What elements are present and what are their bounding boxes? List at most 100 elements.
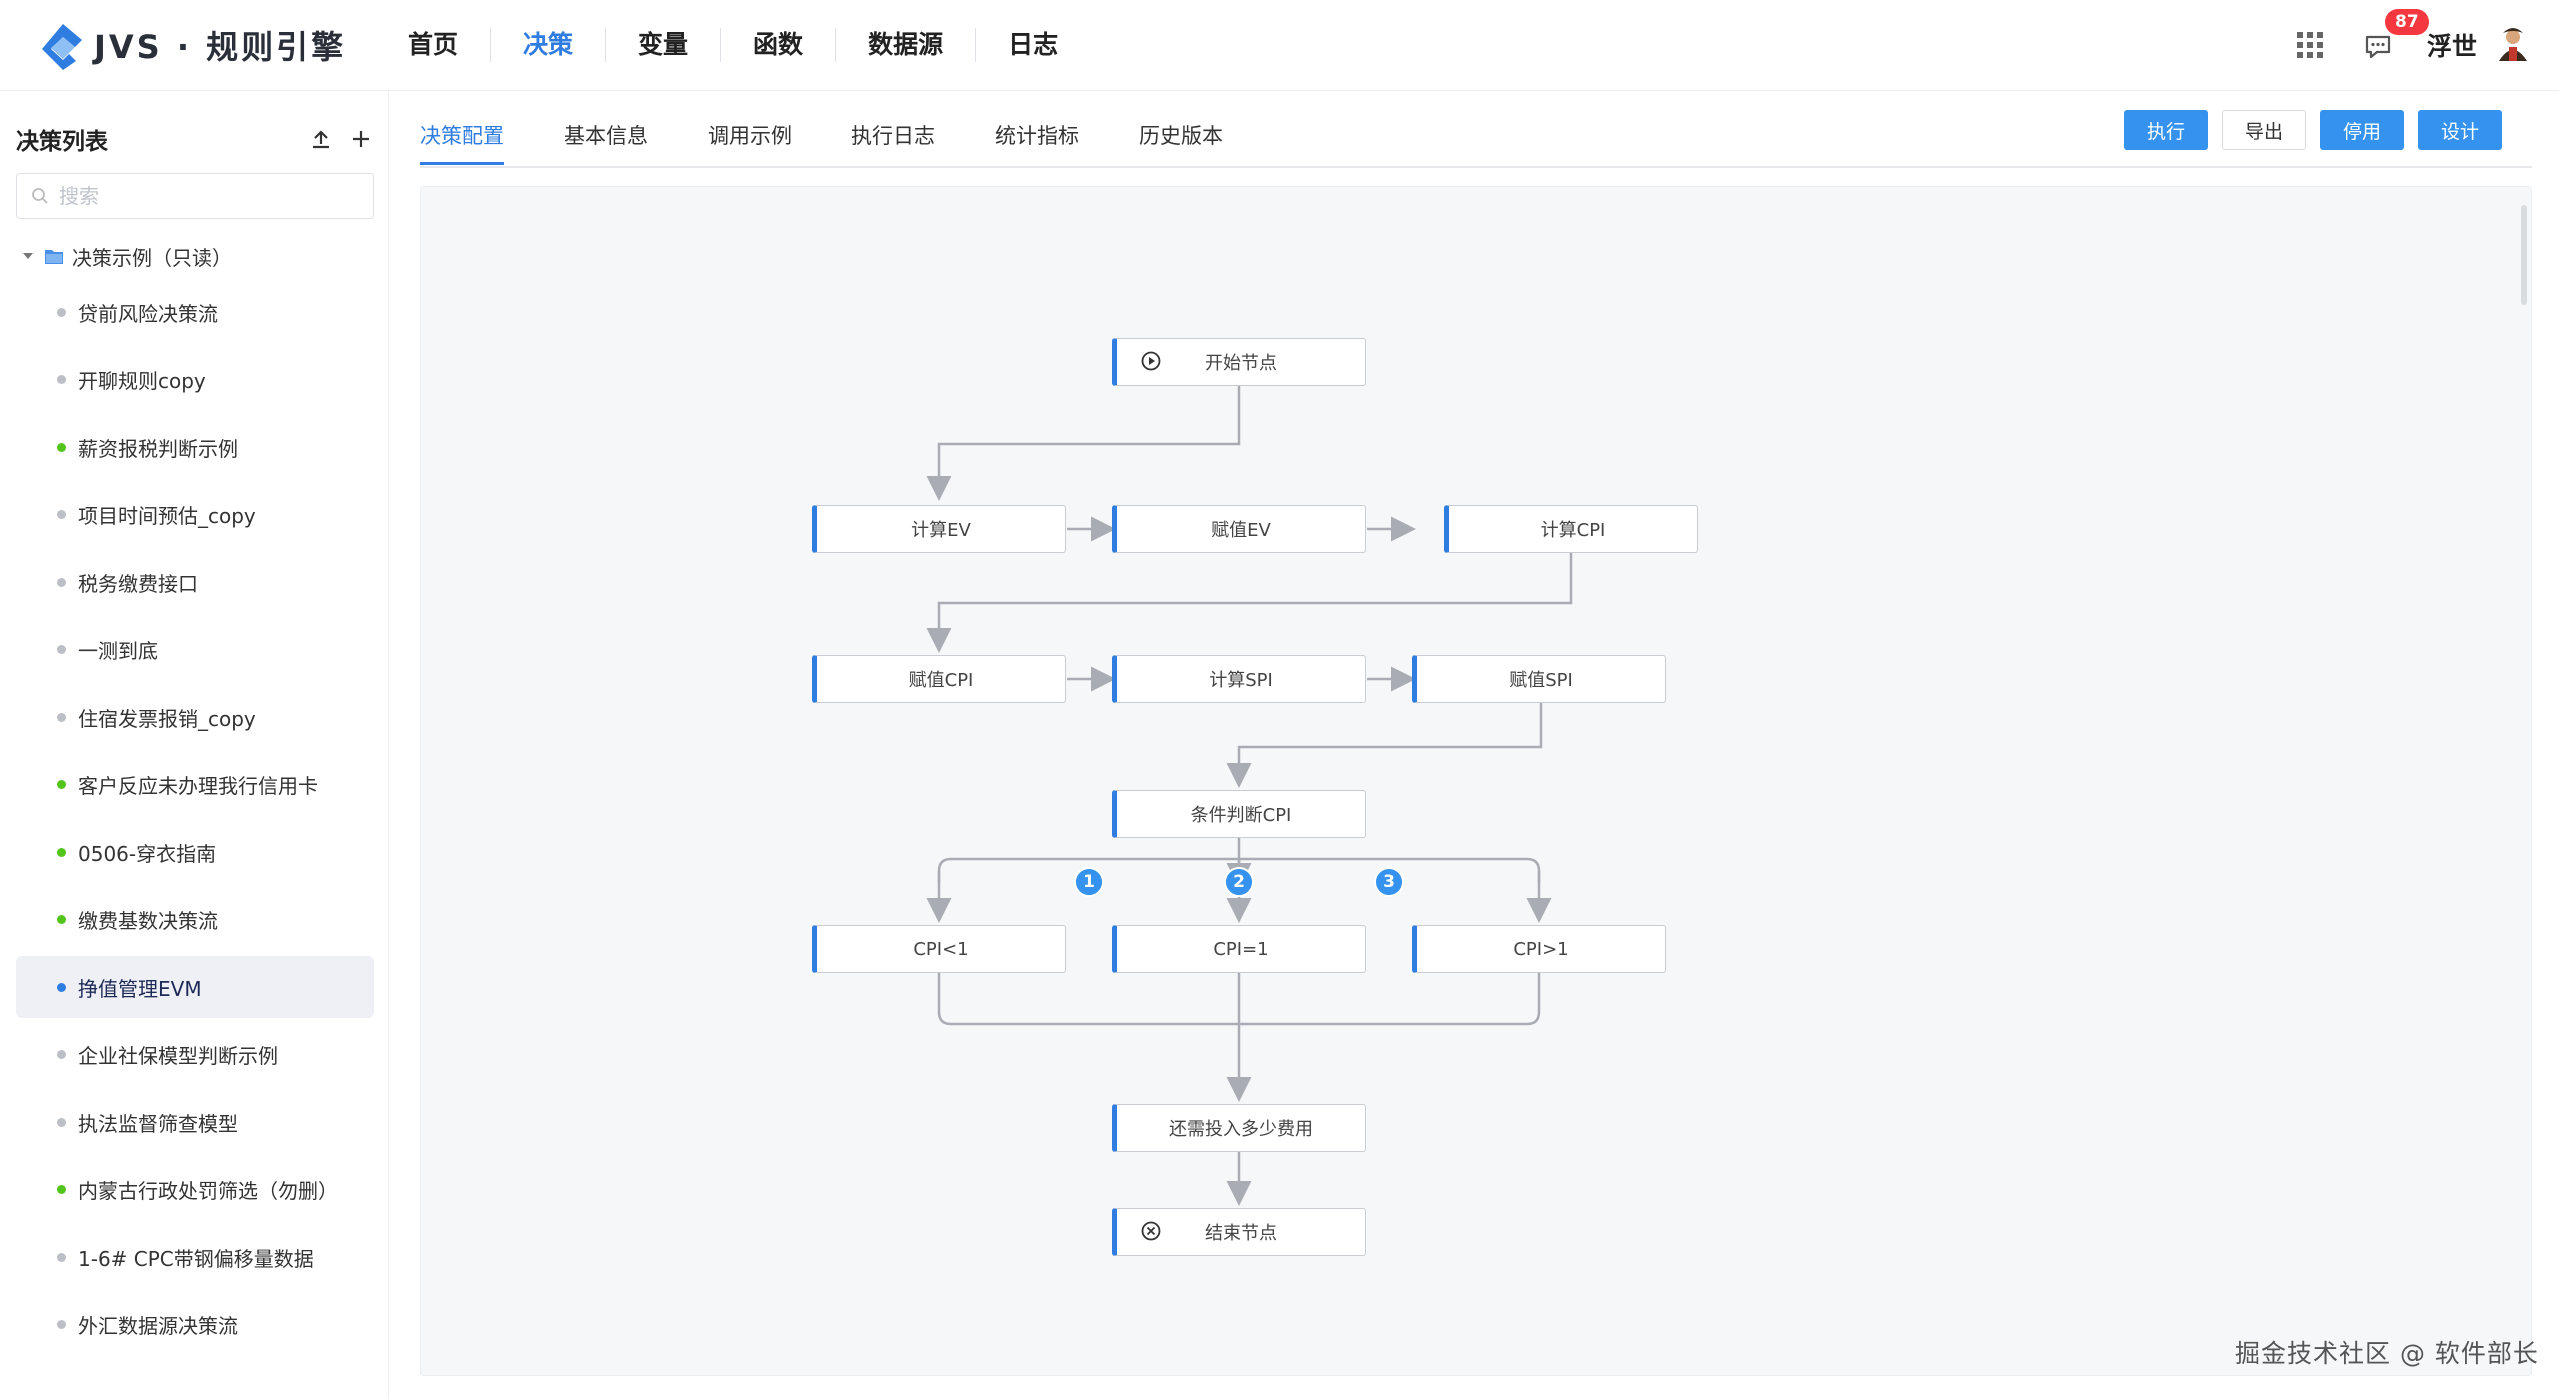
- sidebar-title: 决策列表: [16, 129, 108, 155]
- tab-execution-log[interactable]: 执行日志: [851, 124, 935, 148]
- list-item[interactable]: 执法监督筛查模型: [16, 1091, 374, 1153]
- status-dot: [57, 712, 66, 722]
- list-item[interactable]: 税务缴费接口: [16, 551, 374, 613]
- flow-node-assign-ev[interactable]: 赋值EV: [1112, 505, 1366, 553]
- flow-node-calc-ev[interactable]: 计算EV: [812, 505, 1066, 553]
- detail-tabs: 决策配置 基本信息 调用示例 执行日志 统计指标 历史版本: [420, 100, 2532, 168]
- list-item[interactable]: 客户反应未办理我行信用卡: [16, 754, 374, 816]
- tab-statistics[interactable]: 统计指标: [995, 124, 1079, 148]
- status-dot: [57, 1185, 66, 1194]
- close-circle-icon: [1141, 1221, 1161, 1241]
- status-dot: [57, 915, 66, 924]
- flow-node-end[interactable]: 结束节点: [1112, 1208, 1366, 1256]
- list-item[interactable]: 外汇数据源决策流: [16, 1294, 374, 1356]
- search-icon: [32, 188, 48, 204]
- disable-button[interactable]: 停用: [2320, 110, 2404, 150]
- tree-folder-label: 决策示例（只读）: [72, 245, 232, 270]
- play-circle-icon: [1141, 351, 1161, 371]
- caret-down-icon[interactable]: [22, 250, 34, 262]
- messages-button[interactable]: 87: [2363, 9, 2429, 63]
- status-dot: [57, 847, 66, 857]
- tree-folder-root[interactable]: 决策示例（只读）: [22, 233, 232, 279]
- tab-basic-info[interactable]: 基本信息: [564, 124, 648, 148]
- tab-decision-config[interactable]: 决策配置: [420, 124, 504, 148]
- nav-divider: [605, 28, 607, 62]
- nav-divider: [835, 28, 837, 62]
- header-tools: 87 浮世: [2296, 0, 2559, 90]
- canvas-scrollbar[interactable]: [2521, 205, 2527, 305]
- status-dot: [57, 1320, 66, 1329]
- apps-grid-icon[interactable]: [2296, 32, 2323, 58]
- branch-badge-3[interactable]: 3: [1374, 867, 1404, 897]
- list-item[interactable]: 住宿发票报销_copy: [16, 686, 374, 748]
- status-dot: [57, 307, 66, 317]
- flow-node-cpi-less-1[interactable]: CPI<1: [812, 925, 1066, 973]
- flow-node-cpi-greater-1[interactable]: CPI>1: [1412, 925, 1666, 973]
- decision-list: 贷前风险决策流 开聊规则copy 薪资报税判断示例 项目时间预估_copy 税务…: [16, 281, 374, 1361]
- status-dot: [57, 510, 66, 519]
- sidebar-header: 决策列表: [16, 119, 372, 159]
- sidebar-actions: [310, 128, 372, 150]
- status-dot: [57, 442, 66, 452]
- add-icon[interactable]: [350, 128, 372, 150]
- list-item[interactable]: 0506-穿衣指南: [16, 821, 374, 883]
- flow-node-assign-spi[interactable]: 赋值SPI: [1412, 655, 1666, 703]
- app-name: JVS · 规则引擎: [94, 28, 347, 66]
- flow-canvas[interactable]: 开始节点 计算EV 赋值EV 计算CPI 赋值CPI 计算SPI 赋值SPI 条…: [420, 186, 2532, 1376]
- avatar[interactable]: [2493, 25, 2533, 65]
- export-button[interactable]: 导出: [2222, 110, 2306, 150]
- run-button[interactable]: 执行: [2124, 110, 2208, 150]
- top-bar: JVS · 规则引擎 首页 决策 变量 函数 数据源 日志 87 浮世: [0, 0, 2559, 91]
- nav-item-log[interactable]: 日志: [1008, 30, 1059, 59]
- flow-node-cpi-equal-1[interactable]: CPI=1: [1112, 925, 1366, 973]
- app-logo[interactable]: JVS · 规则引擎: [38, 20, 346, 70]
- logo-icon: [42, 24, 82, 70]
- watermark: 掘金技术社区 @ 软件部长: [2235, 1339, 2539, 1368]
- username[interactable]: 浮世: [2426, 32, 2477, 61]
- design-button[interactable]: 设计: [2418, 110, 2502, 150]
- folder-icon: [45, 250, 63, 264]
- status-dot: [57, 645, 66, 654]
- flow-node-calc-spi[interactable]: 计算SPI: [1112, 655, 1366, 703]
- list-item[interactable]: 缴费基数决策流: [16, 889, 374, 951]
- tab-call-example[interactable]: 调用示例: [708, 124, 792, 148]
- flow-node-condition-cpi[interactable]: 条件判断CPI: [1112, 790, 1366, 838]
- list-item[interactable]: 薪资报税判断示例: [16, 416, 374, 478]
- flow-connectors: [926, 386, 1573, 1206]
- nav-item-decision[interactable]: 决策: [523, 30, 574, 59]
- main-nav: 首页 决策 变量 函数 数据源 日志: [376, 0, 1090, 90]
- upload-icon[interactable]: [310, 128, 332, 150]
- list-item[interactable]: 贷前风险决策流: [16, 281, 374, 343]
- search-input[interactable]: [57, 183, 351, 209]
- nav-item-function[interactable]: 函数: [753, 30, 804, 59]
- branch-badge-1[interactable]: 1: [1074, 867, 1104, 897]
- connector: [1226, 703, 1543, 788]
- chat-icon: [2365, 35, 2391, 59]
- nav-divider: [975, 28, 977, 62]
- nav-item-datasource[interactable]: 数据源: [868, 30, 944, 59]
- list-item[interactable]: 开聊规则copy: [16, 349, 374, 411]
- branch-badge-2[interactable]: 2: [1224, 867, 1254, 897]
- status-dot: [57, 1252, 66, 1262]
- list-item[interactable]: 内蒙古行政处罚筛选（勿删）: [16, 1159, 374, 1221]
- search-field[interactable]: [16, 173, 374, 219]
- connector: [926, 553, 1573, 653]
- list-item[interactable]: 一测到底: [16, 619, 374, 681]
- status-dot: [57, 375, 66, 384]
- flow-node-calc-cpi[interactable]: 计算CPI: [1444, 505, 1698, 553]
- list-item-selected[interactable]: 挣值管理EVM: [16, 956, 374, 1018]
- sidebar: 决策列表 决策示例（只读） 贷前风险决策流 开聊规则copy 薪资报税判断示例: [0, 91, 389, 1399]
- list-item[interactable]: 企业社保模型判断示例: [16, 1024, 374, 1086]
- list-item[interactable]: 项目时间预估_copy: [16, 484, 374, 546]
- nav-item-variable[interactable]: 变量: [638, 30, 689, 59]
- flow-node-remaining-cost[interactable]: 还需投入多少费用: [1112, 1104, 1366, 1152]
- tab-history[interactable]: 历史版本: [1139, 124, 1223, 148]
- list-item[interactable]: 1-6# CPC带钢偏移量数据: [16, 1226, 374, 1288]
- nav-divider: [720, 28, 722, 62]
- flow-node-start[interactable]: 开始节点: [1112, 338, 1366, 386]
- active-tab-indicator: [420, 162, 504, 165]
- nav-item-home[interactable]: 首页: [408, 30, 459, 59]
- status-dot: [57, 1117, 66, 1127]
- status-dot: [57, 780, 66, 789]
- flow-node-assign-cpi[interactable]: 赋值CPI: [812, 655, 1066, 703]
